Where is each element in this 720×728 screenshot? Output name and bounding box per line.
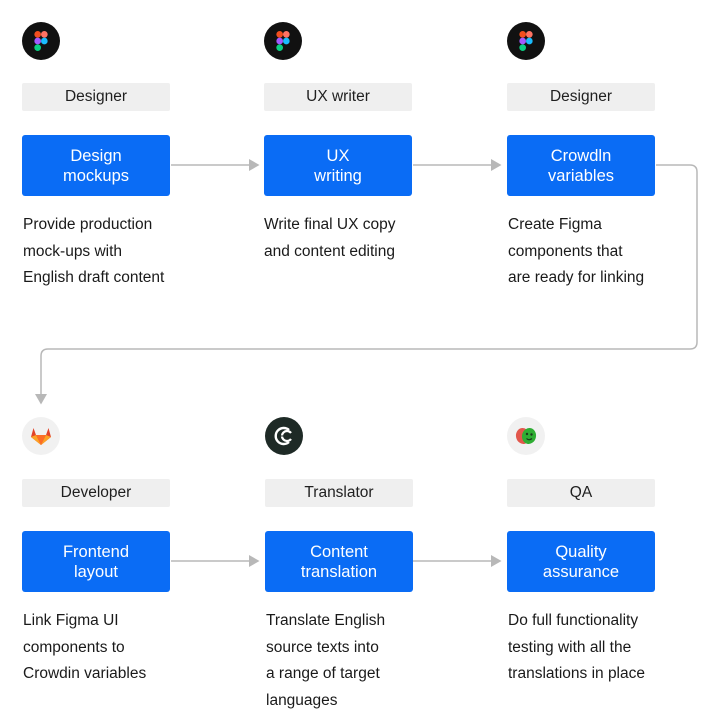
role-label: Designer [507,83,655,111]
role-label: QA [507,479,655,507]
gitlab-icon [22,417,60,455]
step-box[interactable]: Frontend layout [22,531,170,592]
step-description: Write final UX copy and content editing [264,216,396,260]
step-box[interactable]: Content translation [265,531,413,592]
step-description: Link Figma UI components to Crowdin vari… [23,612,147,682]
figma-icon [264,22,302,60]
step-description: Create Figma components that are ready f… [508,216,645,286]
step-box[interactable]: Crowdln variables [507,135,655,196]
role-label: Developer [22,479,170,507]
step-box[interactable]: UX writing [264,135,412,196]
crowdin-icon [265,417,303,455]
playwright-icon [507,417,545,455]
role-label: Translator [265,479,413,507]
step-box[interactable]: Design mockups [22,135,170,196]
step-description: Provide production mock-ups with English… [23,216,165,286]
role-label: UX writer [264,83,412,111]
figma-icon [22,22,60,60]
role-label: Designer [22,83,170,111]
step-description: Do full functionality testing with all t… [508,612,645,682]
step-box[interactable]: Quality assurance [507,531,655,592]
step-description: Translate English source texts into a ra… [266,612,386,709]
figma-icon [507,22,545,60]
